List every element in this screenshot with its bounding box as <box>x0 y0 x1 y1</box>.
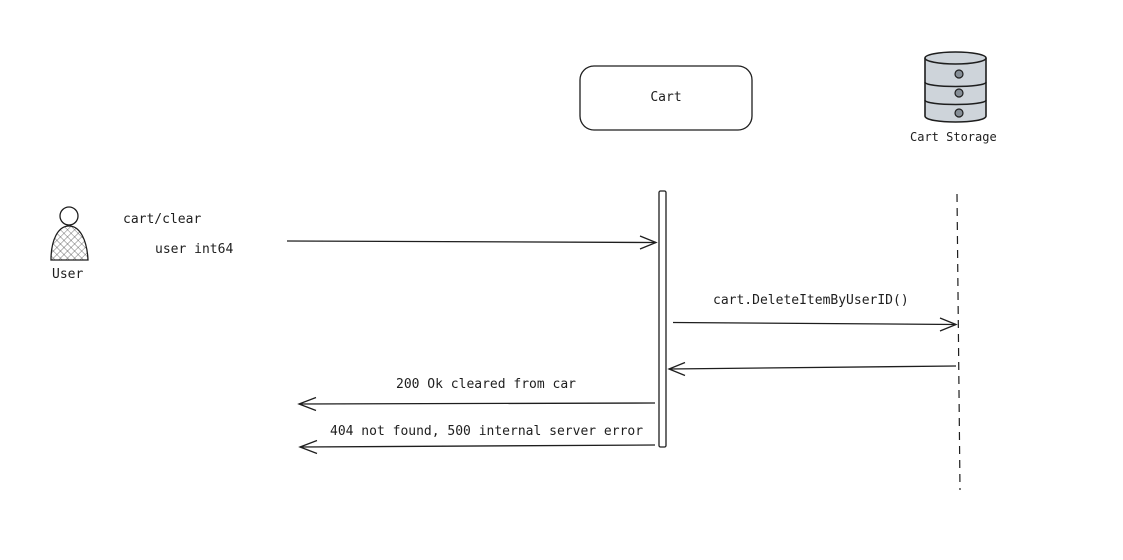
error-response-label: 404 not found, 500 internal server error <box>330 424 644 439</box>
cart-participant-box <box>579 65 753 131</box>
request-param-label: user int64 <box>155 242 234 257</box>
error-response-arrow <box>298 439 656 455</box>
cart-storage-label: Cart Storage <box>910 130 997 144</box>
storage-lifeline <box>956 193 961 491</box>
storage-call-label: cart.DeleteItemByUserID() <box>713 293 909 308</box>
request-path-label: cart/clear <box>123 212 202 227</box>
cart-activation-bar <box>658 190 667 448</box>
cart-label: Cart <box>650 90 682 105</box>
user-person-icon <box>50 206 89 261</box>
cart-storage-database-icon <box>924 51 987 123</box>
user-label: User <box>52 267 84 282</box>
request-arrow <box>286 235 658 250</box>
ok-response-arrow <box>297 396 656 412</box>
storage-return-arrow <box>667 361 957 377</box>
storage-call-arrow <box>672 317 958 332</box>
ok-response-label: 200 Ok cleared from car <box>396 377 577 392</box>
